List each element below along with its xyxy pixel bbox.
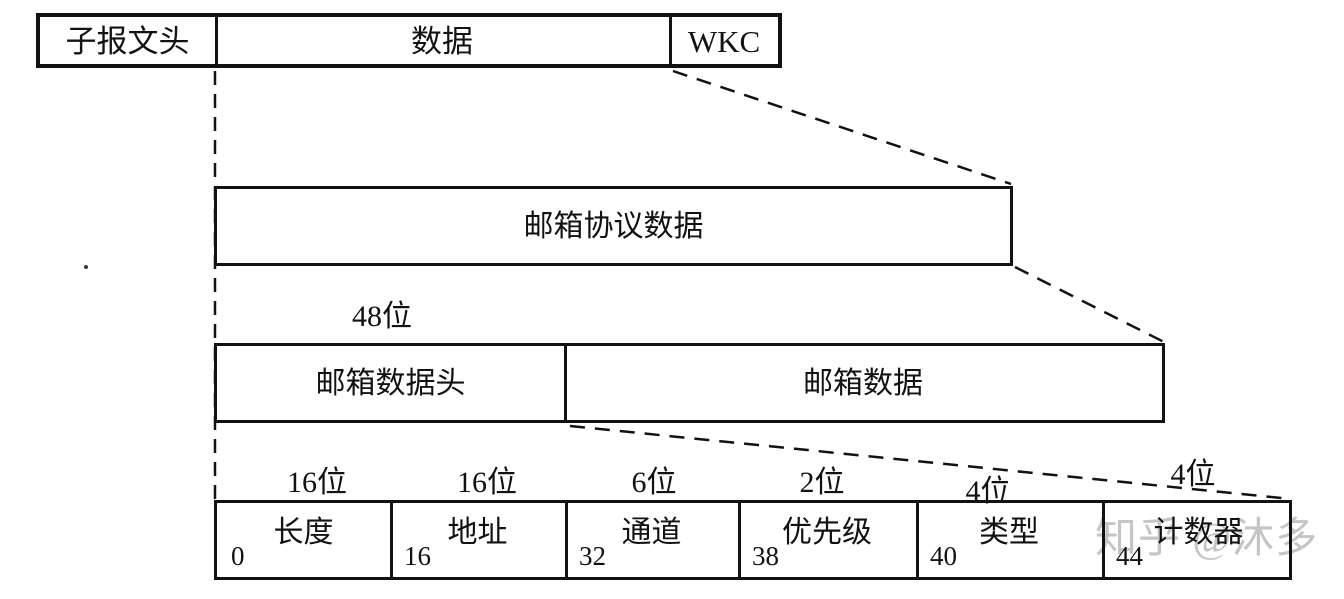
field-divider-5 xyxy=(1102,503,1105,577)
ink-speck xyxy=(84,265,88,269)
field-label: 长度 xyxy=(273,516,334,549)
frame-cell-data: 数据 xyxy=(411,24,473,59)
header-width-label: 48位 xyxy=(352,300,412,333)
frame-divider-1 xyxy=(215,17,218,64)
mailbox-header-cell: 邮箱数据头 xyxy=(315,367,466,400)
mailbox-protocol-box: 邮箱协议数据 xyxy=(214,186,1013,266)
field-cell-type: 40 类型 xyxy=(916,503,1102,577)
diagonal-dashed-line-bottom xyxy=(569,424,1292,501)
field-label: 计数器 xyxy=(1153,516,1244,549)
field-cell-channel: 32 通道 xyxy=(565,503,738,577)
field-offset: 16 xyxy=(404,541,431,571)
frame-cell-wkc: WKC xyxy=(687,24,761,59)
mailbox-split-box: 邮箱数据头 邮箱数据 xyxy=(214,343,1165,423)
frame-cell-subheader: 子报文头 xyxy=(65,24,190,59)
field-label: 地址 xyxy=(447,516,508,549)
field-offset: 44 xyxy=(1116,541,1143,571)
field-cell-length: 0 长度 xyxy=(217,503,390,577)
field-offset: 38 xyxy=(752,541,779,571)
field-divider-4 xyxy=(916,503,919,577)
field-cell-counter: 44 计数器 xyxy=(1102,503,1295,577)
field-divider-1 xyxy=(390,503,393,577)
bit-label-length: 16位 xyxy=(287,466,347,499)
bit-label-counter: 4位 xyxy=(1170,458,1216,491)
frame-divider-2 xyxy=(669,17,672,64)
field-offset: 32 xyxy=(579,541,606,571)
field-label: 优先级 xyxy=(782,516,872,549)
field-cell-priority: 38 优先级 xyxy=(738,503,916,577)
field-offset: 0 xyxy=(231,541,245,571)
bit-label-address: 16位 xyxy=(457,466,517,499)
field-label: 通道 xyxy=(621,516,682,549)
mailbox-data-cell: 邮箱数据 xyxy=(803,367,923,400)
diagonal-dashed-line-middle xyxy=(1014,265,1165,344)
field-divider-2 xyxy=(565,503,568,577)
field-label: 类型 xyxy=(979,516,1039,549)
diagonal-dashed-line-top xyxy=(672,69,1012,186)
mailbox-protocol-label: 邮箱协议数据 xyxy=(523,210,704,243)
frame-row-box: 子报文头 数据 WKC xyxy=(36,13,782,68)
field-row-box: 0 长度 16 地址 32 通道 38 优先级 40 类型 44 计数器 xyxy=(214,500,1292,580)
bit-label-priority: 2位 xyxy=(799,466,845,499)
field-offset: 40 xyxy=(930,541,957,571)
watermark-text: 知乎 @沐多 xyxy=(1095,516,1319,562)
field-cell-address: 16 地址 xyxy=(390,503,565,577)
field-divider-3 xyxy=(738,503,741,577)
mailbox-split-divider xyxy=(564,346,567,420)
bit-label-channel: 6位 xyxy=(631,466,677,499)
